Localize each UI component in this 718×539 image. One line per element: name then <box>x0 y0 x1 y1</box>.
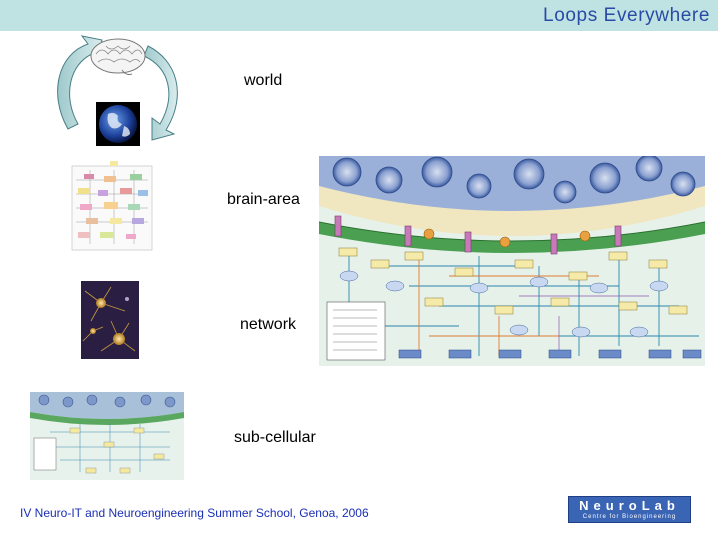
loop-arrow-right <box>143 45 178 141</box>
level-label-brain-area: brain-area <box>227 191 300 208</box>
level-label-world: world <box>244 72 283 89</box>
logo-tagline: Centre for Bioengineering <box>582 514 677 520</box>
title-bar: Loops Everywhere <box>0 0 718 31</box>
neuron-network-image <box>81 281 139 359</box>
sub-cellular-pathway-thumbnail <box>30 392 184 480</box>
brain-icon <box>90 38 146 75</box>
slide-title: Loops Everywhere <box>543 5 710 26</box>
footer-credit: IV Neuro-IT and Neuroengineering Summer … <box>20 506 369 520</box>
sub-cellular-pathway-diagram-large <box>319 156 705 366</box>
level-label-network: network <box>240 316 297 333</box>
brain-earth-loop-illustration <box>57 35 178 146</box>
logo-name: NeuroLab <box>579 498 680 513</box>
neurolab-logo: NeuroLab Centre for Bioengineering <box>568 496 691 523</box>
level-label-sub-cellular: sub-cellular <box>234 429 316 446</box>
brain-area-diagram-thumbnail <box>71 161 153 251</box>
